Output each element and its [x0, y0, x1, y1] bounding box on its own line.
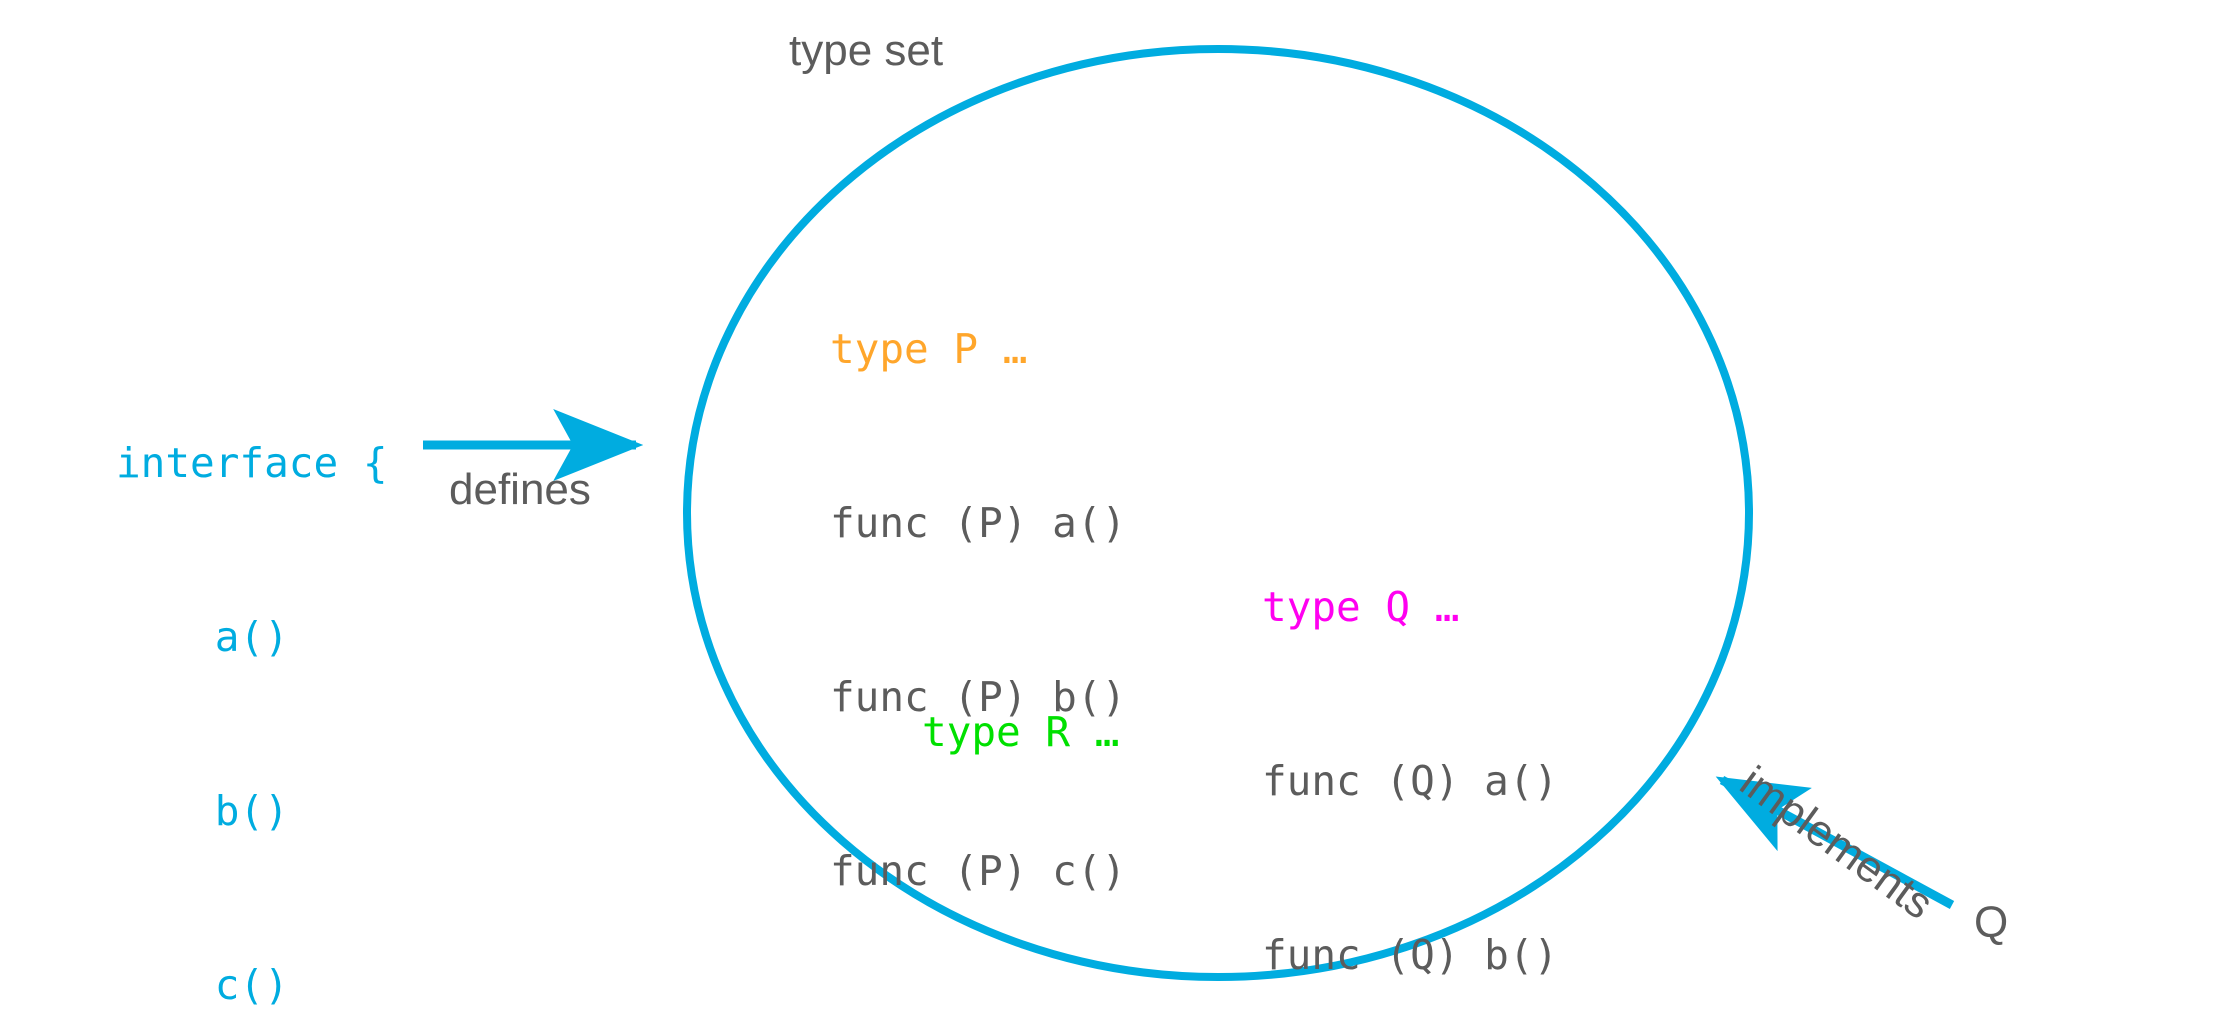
type-q-method-0: func (Q) a()	[1262, 757, 1559, 805]
interface-line-2: b()	[116, 787, 289, 835]
type-q-method-1: func (Q) b()	[1262, 931, 1559, 979]
type-p-method-3: func (P) d()	[830, 1016, 1126, 1024]
interface-line-0: interface {	[116, 439, 388, 487]
type-p-method-1: func (P) b()	[830, 673, 1127, 721]
implements-source-type-label: Q	[1974, 898, 2009, 947]
type-p-method-0: func (P) a()	[830, 499, 1127, 547]
interface-line-3: c()	[116, 961, 289, 1009]
implements-arrow	[1715, 776, 1955, 909]
type-q-code-block: type Q … func (Q) a() func (Q) b() func …	[1262, 462, 1558, 1024]
type-r-name: type R …	[922, 708, 1120, 756]
type-r-code-block: type R …	[922, 587, 1119, 877]
interface-line-1: a()	[116, 613, 289, 661]
type-set-ellipse	[683, 45, 1753, 981]
type-q-name: type Q …	[1262, 583, 1460, 631]
type-set-label: type set	[789, 26, 944, 75]
interface-code-block: interface { a() b() c() }	[116, 318, 388, 1024]
type-p-method-2: func (P) c()	[830, 847, 1127, 895]
defines-arrow-label: defines	[449, 465, 591, 514]
type-p-code-block: type P … func (P) a() func (P) b() func …	[830, 204, 1126, 1024]
type-p-name: type P …	[830, 325, 1028, 373]
